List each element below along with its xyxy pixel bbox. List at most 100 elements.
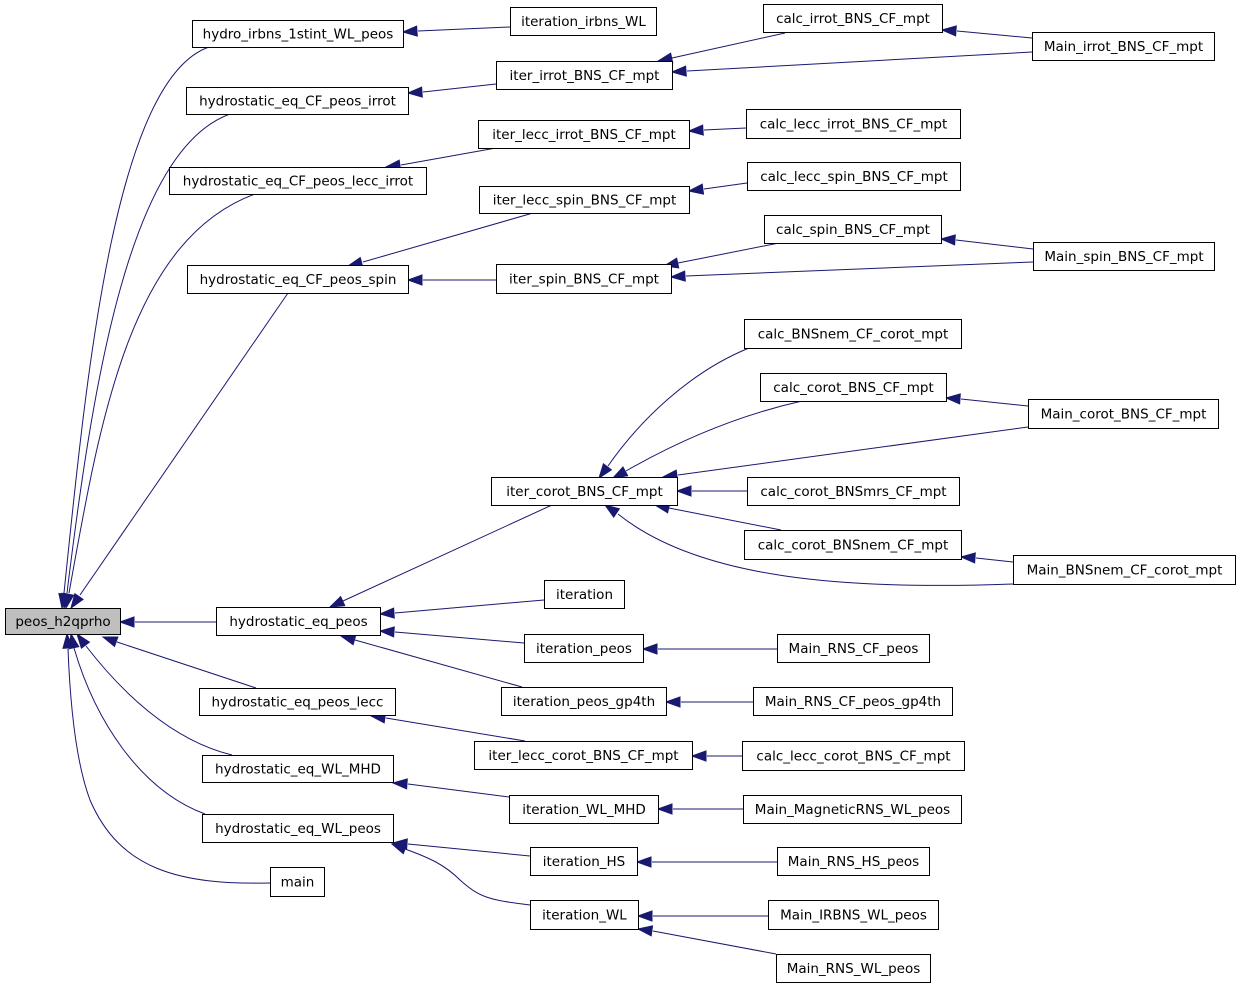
edge-calc_corot_BNS_CF_mpt-to-iter_corot_BNS_CF_mpt xyxy=(611,400,803,479)
edge-hydrostatic_eq_peos_lecc-to-peos_h2qprho xyxy=(101,636,257,689)
edge-line xyxy=(79,292,289,596)
node-iter_lecc_irrot_BNS_CF_mpt[interactable]: iter_lecc_irrot_BNS_CF_mpt xyxy=(478,120,690,149)
node-label: hydrostatic_eq_peos xyxy=(229,614,367,630)
edge-Main_RNS_HS_peos-to-iteration_HS xyxy=(635,856,777,868)
node-iteration[interactable]: iteration xyxy=(544,580,625,609)
node-hydro_irbns_1stint_WL_peos[interactable]: hydro_irbns_1stint_WL_peos xyxy=(192,20,404,48)
node-calc_lecc_corot_BNS_CF_mpt[interactable]: calc_lecc_corot_BNS_CF_mpt xyxy=(742,741,965,771)
node-calc_lecc_irrot_BNS_CF_mpt[interactable]: calc_lecc_irrot_BNS_CF_mpt xyxy=(746,109,961,139)
edge-line xyxy=(404,848,531,906)
node-iter_irrot_BNS_CF_mpt[interactable]: iter_irrot_BNS_CF_mpt xyxy=(496,61,673,90)
node-calc_corot_BNSmrs_CF_mpt[interactable]: calc_corot_BNSmrs_CF_mpt xyxy=(747,477,960,506)
node-label: iter_lecc_irrot_BNS_CF_mpt xyxy=(492,127,676,143)
node-label: main xyxy=(281,875,315,891)
edge-hydrostatic_eq_CF_peos_lecc_irrot-to-peos_h2qprho xyxy=(63,193,256,610)
node-box xyxy=(169,167,427,195)
edge-arrowhead xyxy=(687,124,704,136)
edge-arrowhead xyxy=(687,183,705,195)
node-iter_spin_BNS_CF_mpt[interactable]: iter_spin_BNS_CF_mpt xyxy=(496,264,672,294)
node-iteration_peos[interactable]: iteration_peos xyxy=(524,634,644,663)
edge-iteration_irbns_WL-to-hydro_irbns_1stint_WL_peos xyxy=(401,25,511,37)
node-Main_MagneticRNS_WL_peos[interactable]: Main_MagneticRNS_WL_peos xyxy=(743,795,962,824)
node-iteration_peos_gp4th[interactable]: iteration_peos_gp4th xyxy=(501,687,667,716)
node-Main_RNS_CF_peos_gp4th[interactable]: Main_RNS_CF_peos_gp4th xyxy=(753,687,953,716)
node-box xyxy=(743,795,962,824)
node-label: calc_corot_BNSnem_CF_mpt xyxy=(758,538,949,554)
edge-arrowhead xyxy=(611,466,629,479)
edge-line xyxy=(66,113,231,594)
edge-Main_corot_BNS_CF_mpt-to-calc_corot_BNS_CF_mpt xyxy=(944,393,1029,407)
node-hydrostatic_eq_CF_peos_spin[interactable]: hydrostatic_eq_CF_peos_spin xyxy=(187,265,409,294)
edge-arrowhead xyxy=(675,485,692,497)
edge-iteration_peos-to-hydrostatic_eq_peos xyxy=(378,626,525,644)
node-calc_BNSnem_CF_corot_mpt[interactable]: calc_BNSnem_CF_corot_mpt xyxy=(744,319,962,349)
node-box xyxy=(764,215,942,244)
node-label: Main_RNS_CF_peos xyxy=(789,641,919,657)
node-box xyxy=(760,373,947,402)
node-Main_corot_BNS_CF_mpt[interactable]: Main_corot_BNS_CF_mpt xyxy=(1028,399,1219,429)
node-iter_lecc_corot_BNS_CF_mpt[interactable]: iter_lecc_corot_BNS_CF_mpt xyxy=(474,741,693,770)
node-Main_IRBNS_WL_peos[interactable]: Main_IRBNS_WL_peos xyxy=(768,900,939,930)
node-calc_corot_BNS_CF_mpt[interactable]: calc_corot_BNS_CF_mpt xyxy=(760,373,947,402)
node-iteration_WL_MHD[interactable]: iteration_WL_MHD xyxy=(509,795,659,824)
edge-line xyxy=(407,843,531,857)
edge-line xyxy=(354,639,523,688)
node-iteration_irbns_WL[interactable]: iteration_irbns_WL xyxy=(510,7,657,36)
node-hydrostatic_eq_peos_lecc[interactable]: hydrostatic_eq_peos_lecc xyxy=(199,688,396,716)
node-box xyxy=(776,954,931,983)
node-box xyxy=(747,477,960,506)
node-Main_spin_BNS_CF_mpt[interactable]: Main_spin_BNS_CF_mpt xyxy=(1033,242,1215,271)
node-Main_irrot_BNS_CF_mpt[interactable]: Main_irrot_BNS_CF_mpt xyxy=(1032,32,1215,61)
node-calc_corot_BNSnem_CF_mpt[interactable]: calc_corot_BNSnem_CF_mpt xyxy=(744,530,962,560)
node-box xyxy=(768,900,939,930)
edges-layer xyxy=(58,25,1034,955)
edge-line xyxy=(394,599,545,614)
node-calc_spin_BNS_CF_mpt[interactable]: calc_spin_BNS_CF_mpt xyxy=(764,215,942,244)
node-main[interactable]: main xyxy=(270,867,325,897)
node-box xyxy=(478,120,690,149)
node-label: iteration_peos_gp4th xyxy=(513,694,655,710)
node-label: calc_lecc_corot_BNS_CF_mpt xyxy=(756,749,950,765)
edge-Main_IRBNS_WL_peos-to-iteration_WL xyxy=(636,910,768,922)
node-hydrostatic_eq_CF_peos_lecc_irrot[interactable]: hydrostatic_eq_CF_peos_lecc_irrot xyxy=(169,167,427,195)
node-Main_RNS_HS_peos[interactable]: Main_RNS_HS_peos xyxy=(777,847,930,876)
node-Main_RNS_WL_peos[interactable]: Main_RNS_WL_peos xyxy=(776,954,931,983)
node-box xyxy=(742,741,965,771)
edge-iteration_peos_gp4th-to-hydrostatic_eq_peos xyxy=(339,634,523,688)
edge-line xyxy=(677,242,780,264)
edge-iter_lecc_spin_BNS_CF_mpt-to-hydrostatic_eq_CF_peos_spin xyxy=(346,212,534,268)
node-label: iteration_HS xyxy=(543,854,626,870)
node-label: peos_h2qprho xyxy=(15,614,110,630)
edge-line xyxy=(342,504,553,602)
node-box xyxy=(744,319,962,349)
node-calc_lecc_spin_BNS_CF_mpt[interactable]: calc_lecc_spin_BNS_CF_mpt xyxy=(747,162,961,191)
edge-iteration_WL-to-hydrostatic_eq_WL_peos xyxy=(390,843,531,906)
node-label: Main_corot_BNS_CF_mpt xyxy=(1041,407,1207,423)
node-hydrostatic_eq_CF_peos_irrot[interactable]: hydrostatic_eq_CF_peos_irrot xyxy=(186,87,409,115)
node-box xyxy=(501,687,667,716)
node-Main_BNSnem_CF_corot_mpt[interactable]: Main_BNSnem_CF_corot_mpt xyxy=(1013,555,1236,585)
edge-line xyxy=(677,426,1029,476)
edge-Main_spin_BNS_CF_mpt-to-iter_spin_BNS_CF_mpt xyxy=(669,261,1034,282)
node-hydrostatic_eq_peos[interactable]: hydrostatic_eq_peos xyxy=(216,607,381,636)
edge-arrowhead xyxy=(690,750,707,762)
edge-iteration_HS-to-hydrostatic_eq_WL_peos xyxy=(391,838,531,857)
edge-hydrostatic_eq_CF_peos_spin-to-peos_h2qprho xyxy=(70,292,289,610)
node-peos_h2qprho[interactable]: peos_h2qprho xyxy=(5,608,121,635)
node-iteration_HS[interactable]: iteration_HS xyxy=(530,847,638,876)
node-iter_lecc_spin_BNS_CF_mpt[interactable]: iter_lecc_spin_BNS_CF_mpt xyxy=(479,186,690,214)
edge-arrowhead xyxy=(939,234,956,246)
edge-arrowhead xyxy=(636,910,653,922)
node-hydrostatic_eq_WL_peos[interactable]: hydrostatic_eq_WL_peos xyxy=(202,814,394,843)
node-Main_RNS_CF_peos[interactable]: Main_RNS_CF_peos xyxy=(777,634,930,663)
edge-main-to-peos_h2qprho xyxy=(62,632,271,884)
node-hydrostatic_eq_WL_MHD[interactable]: hydrostatic_eq_WL_MHD xyxy=(202,755,394,783)
node-iter_corot_BNS_CF_mpt[interactable]: iter_corot_BNS_CF_mpt xyxy=(491,477,678,506)
node-calc_irrot_BNS_CF_mpt[interactable]: calc_irrot_BNS_CF_mpt xyxy=(763,4,943,33)
node-box xyxy=(199,688,396,716)
node-iteration_WL[interactable]: iteration_WL xyxy=(530,900,639,930)
node-label: calc_lecc_irrot_BNS_CF_mpt xyxy=(760,117,948,133)
edge-arrowhead xyxy=(670,65,687,77)
edge-Main_BNSnem_CF_corot_mpt-to-iter_corot_BNS_CF_mpt xyxy=(603,504,1014,586)
edge-arrowhead xyxy=(656,803,673,815)
